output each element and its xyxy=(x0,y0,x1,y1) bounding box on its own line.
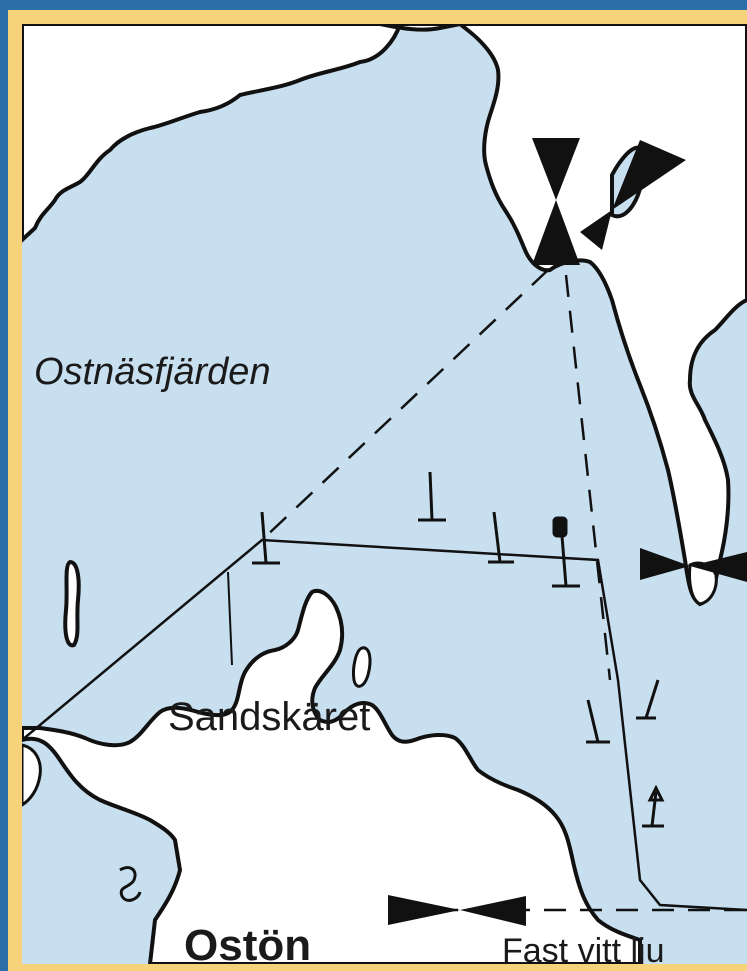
sector-line-west xyxy=(261,269,549,541)
label-ostnasfjarden: Ostnäsfjärden xyxy=(34,351,271,393)
beacon-icon xyxy=(586,699,610,744)
land-southwest-spit xyxy=(22,743,42,807)
sector-light-icon xyxy=(640,548,747,582)
land-northwest xyxy=(22,24,403,243)
sector-line-south xyxy=(564,274,612,681)
beacon-icon xyxy=(252,511,280,565)
land-north-sliver xyxy=(379,24,461,32)
sector-light-icon xyxy=(532,138,580,265)
land-east-peninsula xyxy=(456,24,747,607)
beacon-icon xyxy=(642,784,665,828)
beacon-icon xyxy=(636,679,660,720)
label-sandskaret: Sandskäret xyxy=(168,695,370,739)
leading-line xyxy=(22,538,747,912)
sector-light-icon xyxy=(580,140,686,250)
sector-light-icon xyxy=(388,895,526,926)
label-oston: Ostön xyxy=(184,921,311,970)
land-south-island xyxy=(22,588,642,964)
islet-west xyxy=(63,559,81,648)
buoy-icon xyxy=(552,516,580,588)
beacon-icon xyxy=(488,511,514,564)
beacon-icon xyxy=(418,471,446,522)
islet-hook xyxy=(119,866,142,902)
label-light-note: Fast vitt lju xyxy=(502,932,664,970)
islet-sandskaret xyxy=(352,646,372,688)
leading-line-branch xyxy=(227,571,233,666)
